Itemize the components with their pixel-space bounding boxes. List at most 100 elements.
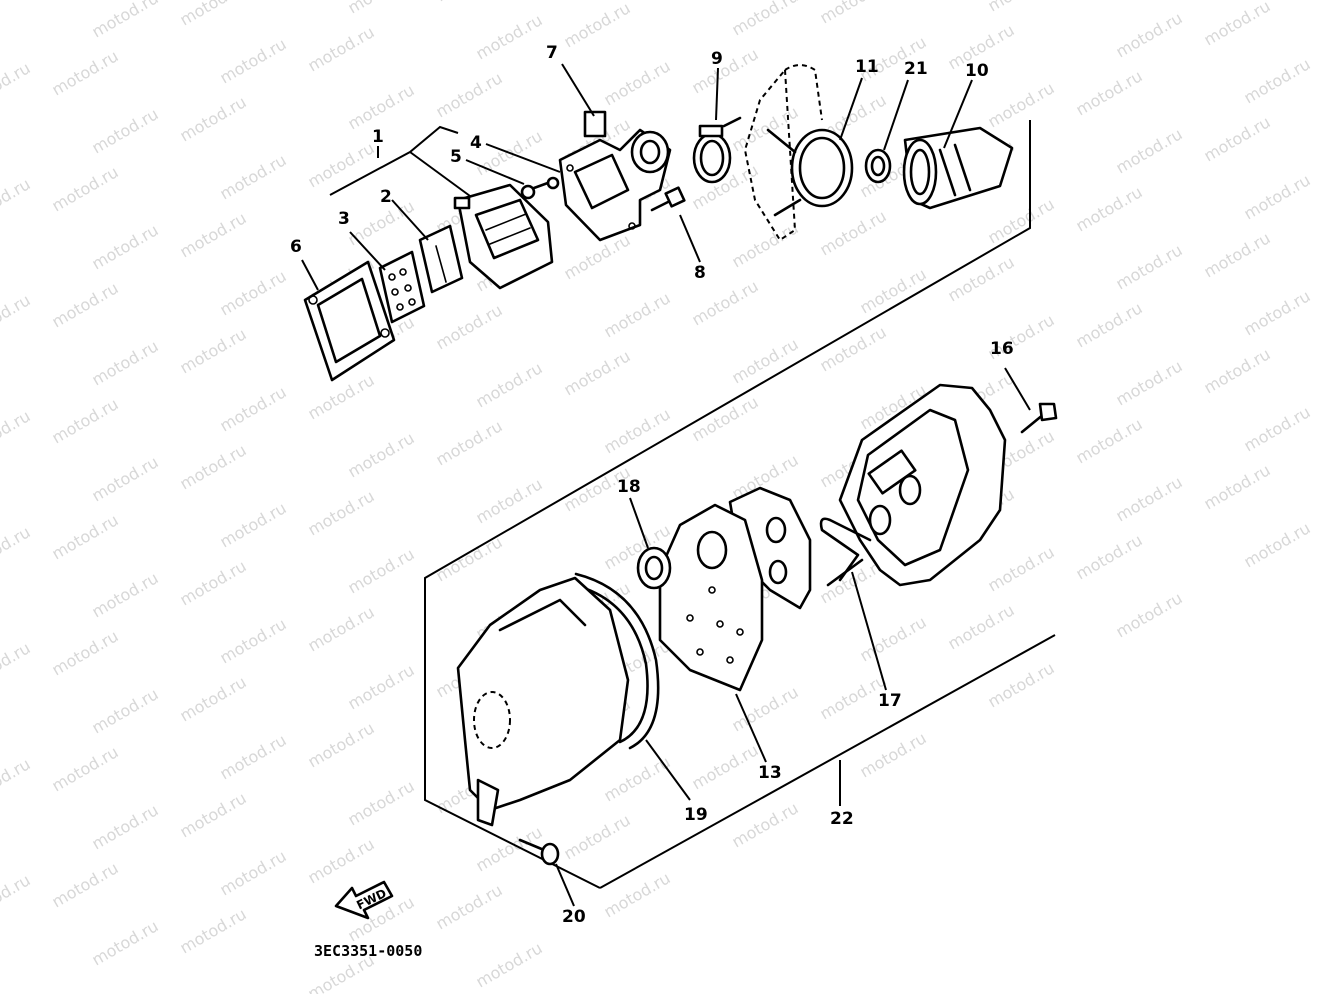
callout-13: 13 — [758, 763, 782, 783]
watermark-text: motod.ru — [1073, 66, 1146, 119]
watermark-text: motod.ru — [0, 58, 34, 111]
callout-5: 5 — [450, 147, 462, 167]
watermark-text: motod.ru — [49, 46, 122, 99]
watermark-text: motod.ru — [1113, 356, 1186, 409]
watermark-text: motod.ru — [1241, 518, 1314, 571]
watermark-text: motod.ru — [89, 104, 162, 157]
watermark-text: motod.ru — [945, 600, 1018, 653]
watermark-text: motod.ru — [473, 358, 546, 411]
watermark-text: motod.ru — [1113, 124, 1186, 177]
watermark-text: motod.ru — [217, 382, 290, 435]
watermark-text: motod.ru — [1113, 240, 1186, 293]
watermark-text: motod.ru — [473, 938, 546, 991]
callout-7: 7 — [546, 43, 558, 63]
callout-11: 11 — [855, 57, 879, 77]
watermark-text: motod.ru — [985, 78, 1058, 131]
watermark-text: motod.ru — [49, 858, 122, 911]
watermark-text: motod.ru — [217, 150, 290, 203]
element-holder-part — [728, 486, 812, 610]
screw-part-16 — [1020, 402, 1058, 434]
watermark-text: motod.ru — [305, 370, 378, 423]
callout-1: 1 — [372, 127, 384, 147]
watermark-text: motod.ru — [817, 0, 890, 27]
watermark-text: motod.ru — [177, 556, 250, 609]
watermark-text: motod.ru — [1073, 182, 1146, 235]
watermark-text: motod.ru — [0, 522, 34, 575]
intake-joint-part — [902, 126, 1014, 210]
watermark-text: motod.ru — [89, 800, 162, 853]
bolt-part-8 — [650, 186, 686, 212]
watermark-text: motod.ru — [1073, 298, 1146, 351]
watermark-text: motod.ru — [1113, 588, 1186, 641]
watermark-text: motod.ru — [89, 568, 162, 621]
watermark-text: motod.ru — [473, 10, 546, 63]
callout-20: 20 — [562, 907, 586, 927]
airbox-case-part — [838, 383, 1007, 587]
watermark-text: motod.ru — [1241, 402, 1314, 455]
watermark-text: motod.ru — [217, 846, 290, 899]
watermark-text: motod.ru — [0, 290, 34, 343]
seal-ring-part — [568, 572, 660, 750]
watermark-text: motod.ru — [689, 740, 762, 793]
watermark-text: motod.ru — [217, 34, 290, 87]
callout-18: 18 — [617, 477, 641, 497]
o-ring-part-21 — [864, 148, 892, 184]
watermark-text: motod.ru — [177, 208, 250, 261]
watermark-text: motod.ru — [473, 474, 546, 527]
watermark-text: motod.ru — [729, 798, 802, 851]
watermark-text: motod.ru — [49, 510, 122, 563]
watermark-text: motod.ru — [345, 80, 418, 133]
watermark-text: motod.ru — [217, 266, 290, 319]
watermark-text: motod.ru — [49, 626, 122, 679]
fwd-arrow-icon — [334, 880, 394, 920]
callout-4: 4 — [470, 133, 482, 153]
watermark-text: motod.ru — [177, 904, 250, 957]
watermark-text: motod.ru — [985, 542, 1058, 595]
callout-19: 19 — [684, 805, 708, 825]
watermark-text: motod.ru — [305, 834, 378, 887]
watermark-text: motod.ru — [857, 612, 930, 665]
callout-labels: 1 2 3 4 5 6 7 8 9 10 11 13 16 17 18 19 2… — [290, 43, 1014, 927]
manifold-part — [558, 110, 672, 242]
assembly-boundary-line — [424, 120, 1031, 889]
watermark-text: motod.ru — [305, 602, 378, 655]
watermark-text: motod.ru — [433, 532, 506, 585]
gasket-part — [303, 260, 396, 382]
callout-16: 16 — [990, 339, 1014, 359]
watermark-text: motod.ru — [305, 718, 378, 771]
watermark-text: motod.ru — [345, 660, 418, 713]
watermark-text: motod.ru — [601, 752, 674, 805]
screw-part-5 — [520, 176, 560, 200]
reed-stopper-part — [378, 250, 426, 324]
watermark-text: motod.ru — [89, 336, 162, 389]
callout-3: 3 — [338, 209, 350, 229]
watermark-text: motod.ru — [857, 728, 930, 781]
watermark-text: motod.ru — [305, 138, 378, 191]
grommet-part — [636, 546, 672, 590]
watermark-text: motod.ru — [305, 22, 378, 75]
watermark-text: motod.ru — [1113, 472, 1186, 525]
watermark-text: motod.ru — [89, 220, 162, 273]
watermark-text: motod.ru — [89, 916, 162, 969]
watermark-text: motod.ru — [1201, 460, 1274, 513]
watermark-text: motod.ru — [345, 0, 418, 17]
assembly-boundary-bottom-line — [599, 634, 1056, 889]
watermark-text: motod.ru — [433, 68, 506, 121]
callout-22: 22 — [830, 809, 854, 829]
watermark-text: motod.ru — [945, 252, 1018, 305]
watermark-text: motod.ru — [433, 880, 506, 933]
watermark-text: motod.ru — [217, 614, 290, 667]
watermark-text: motod.ru — [729, 334, 802, 387]
watermark-text: motod.ru — [49, 162, 122, 215]
watermark-text: motod.ru — [1241, 170, 1314, 223]
reed-valve-part — [418, 224, 464, 294]
callout-6: 6 — [290, 237, 302, 257]
watermark-text: motod.ru — [49, 742, 122, 795]
watermark-text: motod.ru — [305, 486, 378, 539]
watermark-text: motod.ru — [89, 684, 162, 737]
watermark-text: motod.ru — [561, 0, 634, 51]
upper-assembly-bracket — [424, 120, 1056, 889]
callout-8: 8 — [694, 263, 706, 283]
watermark-text: motod.ru — [177, 788, 250, 841]
